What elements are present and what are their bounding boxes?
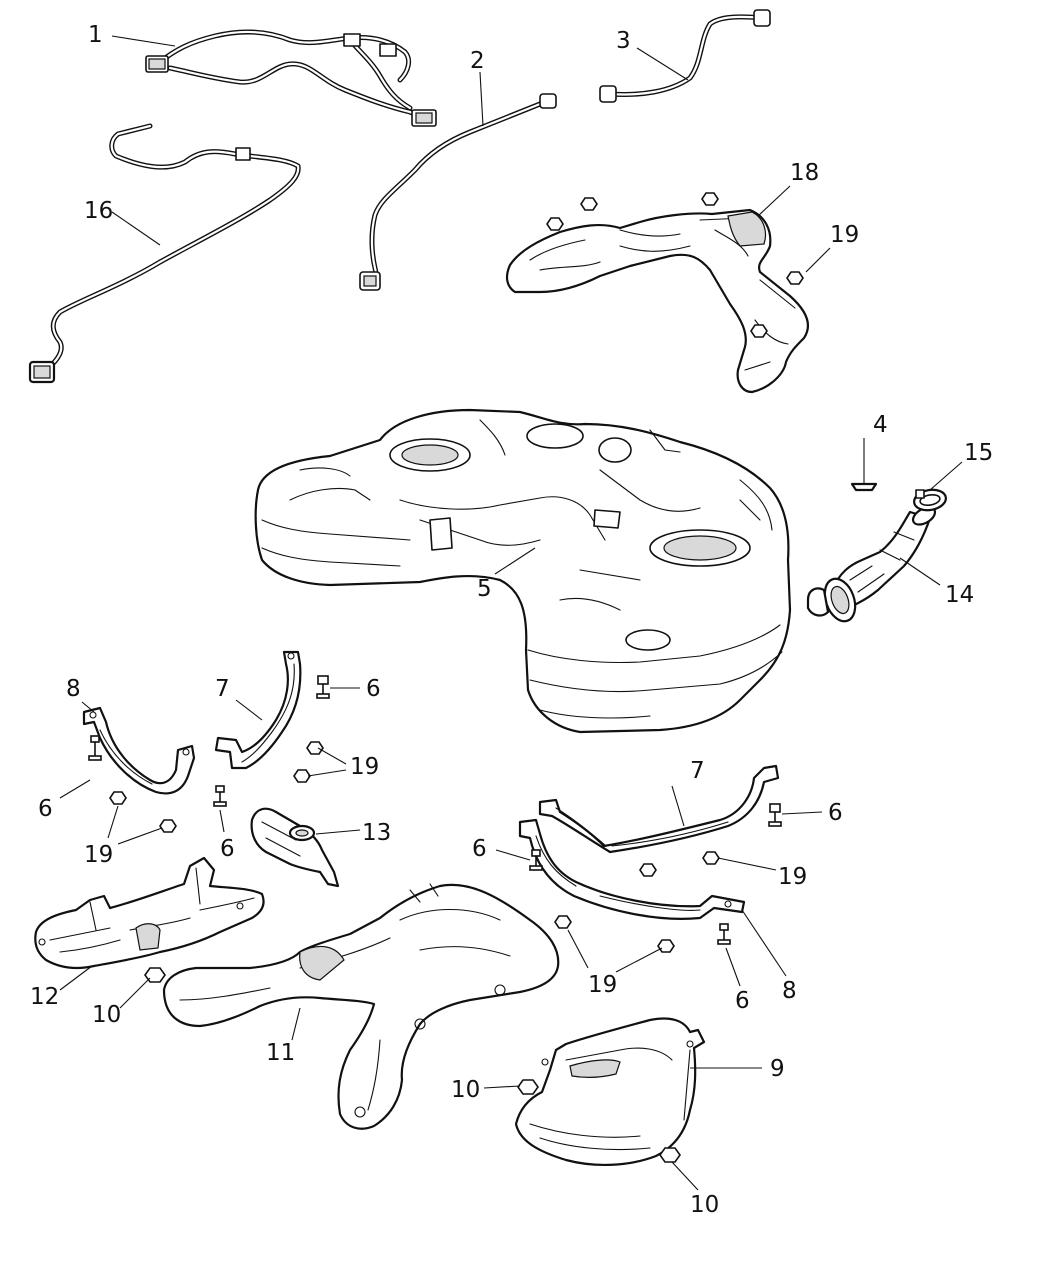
- callout-2: 2: [470, 48, 485, 74]
- strap-part-8-left: [82, 706, 196, 795]
- callout-3: 3: [616, 28, 631, 54]
- callout-18: 18: [790, 160, 819, 186]
- strap-part-8-right: [518, 818, 746, 920]
- callout-labels: 1 2 3 4 5 6 6 6 6 6 6 7 7 8 8 9 10 10 10…: [30, 22, 993, 1218]
- callout-13: 13: [362, 820, 391, 846]
- wiring-harness-part-1: [145, 29, 437, 127]
- callout-11: 11: [266, 1040, 295, 1066]
- callout-16: 16: [84, 198, 113, 224]
- clamp-part-15: [913, 488, 947, 512]
- callout-19-b: 19: [350, 754, 379, 780]
- callout-6-a: 6: [366, 676, 381, 702]
- strap-part-7-left: [214, 650, 302, 770]
- cap-part-4: [850, 476, 878, 492]
- hose-part-2: [359, 93, 557, 291]
- filler-tube-part-14: [806, 506, 937, 623]
- bolt-6-e: [529, 849, 543, 871]
- callout-6-d: 6: [828, 800, 843, 826]
- callout-8-b: 8: [782, 978, 797, 1004]
- bolt-6-b: [88, 735, 102, 761]
- vent-tube-part-3: [599, 9, 771, 103]
- shield-part-9: [514, 1017, 706, 1167]
- bolt-6-f: [717, 923, 731, 945]
- callout-19-d: 19: [778, 864, 807, 890]
- fuel-line-part-16: [28, 123, 301, 384]
- callout-6-f: 6: [735, 988, 750, 1014]
- bracket-part-13: [250, 807, 340, 888]
- leader-lines: [59, 35, 963, 1191]
- callout-10-b: 10: [451, 1077, 480, 1103]
- bolt-6-d: [768, 803, 782, 827]
- callout-4: 4: [873, 412, 888, 438]
- callout-19-c: 19: [84, 842, 113, 868]
- bolt-6-c: [213, 785, 227, 807]
- shield-part-12: [34, 856, 265, 970]
- callout-7-a: 7: [215, 676, 230, 702]
- callout-15: 15: [964, 440, 993, 466]
- callout-6-b: 6: [38, 796, 53, 822]
- callout-19-e: 19: [588, 972, 617, 998]
- bolt-fasteners: [88, 675, 782, 945]
- callout-6-e: 6: [472, 836, 487, 862]
- nut-fasteners: [109, 741, 720, 1163]
- callout-10-c: 10: [690, 1192, 719, 1218]
- callout-19-a: 19: [830, 222, 859, 248]
- callout-6-c: 6: [220, 836, 235, 862]
- callout-7-b: 7: [690, 758, 705, 784]
- callout-10-a: 10: [92, 1002, 121, 1028]
- callout-5: 5: [477, 576, 492, 602]
- callout-9: 9: [770, 1056, 785, 1082]
- callout-1: 1: [88, 22, 103, 48]
- shield-part-11: [162, 883, 560, 1130]
- strap-part-7-right: [538, 764, 780, 854]
- callout-12: 12: [30, 984, 59, 1010]
- bolt-6-a: [316, 675, 330, 699]
- heat-shield-part-18: [505, 192, 809, 394]
- fuel-tank-part-5: [254, 408, 792, 734]
- callout-14: 14: [945, 582, 974, 608]
- callout-8-a: 8: [66, 676, 81, 702]
